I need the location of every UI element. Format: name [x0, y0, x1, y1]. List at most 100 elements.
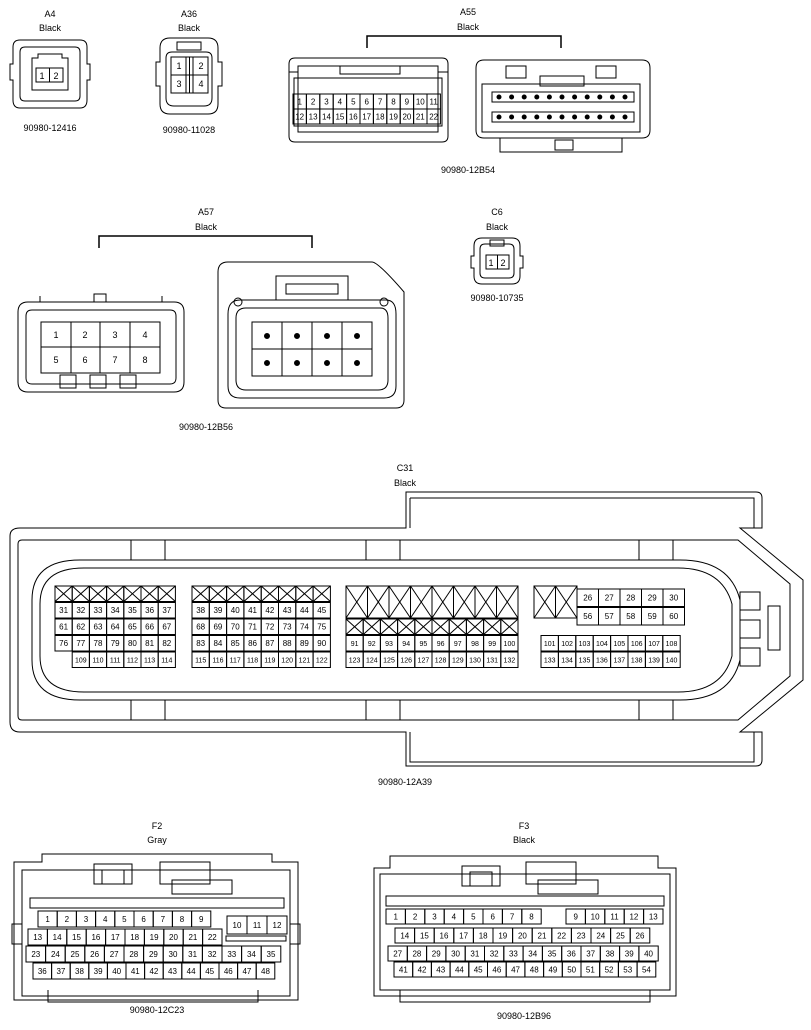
f3-pin-label: 43	[436, 965, 445, 974]
c31-pin-label: 77	[76, 639, 85, 648]
f2-pin-label: 1	[45, 915, 50, 924]
f2-cell	[202, 928, 223, 946]
f2-pin-label: 46	[224, 967, 233, 976]
c31-pin-label: 128	[435, 657, 447, 664]
f3-pin-label: 46	[492, 965, 501, 974]
a57-part-number: 90980-12B56	[179, 422, 233, 432]
a55-pin-label: 22	[429, 112, 438, 121]
f3-pin-label: 27	[393, 949, 402, 958]
f2-pin-label: 24	[51, 950, 60, 959]
a55-front-view	[288, 57, 449, 143]
c31-pin-label: 40	[231, 606, 240, 615]
f3-pin-label: 11	[610, 912, 619, 921]
c31-blank-cross	[414, 618, 433, 635]
f2-pin-label: 41	[131, 967, 140, 976]
a57-pin-5: 5	[53, 355, 58, 365]
c31-pin-label: 27	[605, 594, 614, 603]
f2-pin-label: 23	[31, 950, 40, 959]
a55-pin-label: 2	[311, 97, 316, 106]
c31-pin-label: 39	[213, 606, 222, 615]
c31-cell	[312, 651, 331, 668]
a36-code: A36	[181, 9, 197, 19]
f3-pin-label: 49	[548, 965, 557, 974]
c31-cell	[662, 588, 685, 607]
f3-pin-label: 12	[629, 912, 638, 921]
f2-pin-label: 14	[53, 933, 62, 942]
f3-pin-label: 9	[573, 912, 578, 921]
f2-pin-label: 29	[149, 950, 158, 959]
c31-blank-cross	[191, 585, 210, 602]
f2-pin-label: 8	[180, 915, 185, 924]
a55-contact-dot	[509, 94, 515, 100]
f3-pin-label: 40	[644, 949, 653, 958]
a55-pin-label: 8	[391, 97, 396, 106]
a55-contact-dot	[597, 114, 603, 120]
c31-blank-cross	[380, 618, 398, 635]
c31-pin-label: 70	[231, 623, 240, 632]
c31-pin-label: 86	[248, 639, 257, 648]
a55-pin-label: 5	[351, 97, 356, 106]
c31-pin-label: 117	[230, 657, 241, 664]
c31-pin-label: 106	[631, 641, 643, 648]
c31-pin-label: 104	[596, 641, 608, 648]
f3-pin-label: 51	[586, 965, 595, 974]
a57-pin-6: 6	[82, 355, 87, 365]
f3-pin-label: 24	[596, 931, 605, 940]
f3-pin-label: 34	[528, 949, 537, 958]
f2-pin-label: 15	[72, 933, 81, 942]
c31-blank-cross	[466, 618, 484, 635]
c31-pin-label: 99	[488, 641, 496, 648]
a55-contact-dot	[572, 94, 578, 100]
f3-pin-label: 44	[455, 965, 464, 974]
f2-pin-label: 17	[111, 933, 120, 942]
c31-blank-cross	[474, 585, 497, 619]
c31-pin-label: 109	[75, 657, 87, 664]
c31-blank-cross	[367, 585, 390, 619]
c31-pin-label: 37	[162, 606, 171, 615]
c31-color: Black	[394, 478, 417, 488]
c31-pin-label: 36	[145, 606, 154, 615]
a55-rear-contacts	[496, 94, 628, 120]
f2-pin-label: 19	[150, 933, 159, 942]
f2-pin-label: 3	[84, 915, 89, 924]
c31-pin-label: 125	[383, 657, 395, 664]
a55-pin-label: 14	[322, 112, 331, 121]
c31-pin-label: 98	[471, 641, 479, 648]
a55-pin-label: 12	[295, 112, 304, 121]
f3-pin-label: 52	[605, 965, 614, 974]
c31-cell	[157, 618, 176, 635]
f3-pin-label: 4	[452, 912, 457, 921]
c31-pin-label: 135	[579, 657, 591, 664]
a55-contact-dot	[546, 94, 552, 100]
c31-pin-label: 137	[613, 657, 625, 664]
a55-contact-dot	[609, 94, 615, 100]
f3-pin-label: 8	[529, 912, 534, 921]
c31-pin-label: 92	[368, 641, 376, 648]
a57-code: A57	[198, 207, 214, 217]
c31-cell	[662, 651, 681, 668]
c31-pin-label: 111	[110, 657, 121, 664]
a57-contact-dot	[264, 333, 270, 339]
c31-pin-label: 72	[265, 623, 274, 632]
c31-housing-drawing	[9, 491, 804, 767]
c31-cell	[662, 607, 685, 626]
c31-pin-label: 91	[351, 641, 359, 648]
c31-pin-label: 41	[248, 606, 257, 615]
a36-pin-4: 4	[198, 79, 203, 89]
c31-pin-label: 28	[626, 594, 635, 603]
c31-blank-cross	[345, 618, 364, 635]
c31-pin-label: 131	[486, 657, 498, 664]
c31-pin-label: 132	[504, 657, 516, 664]
c31-blank-cross	[431, 585, 454, 619]
a57-pin-1: 1	[53, 330, 58, 340]
f2-pin-label: 18	[130, 933, 139, 942]
a57-rear-view	[217, 261, 405, 409]
c31-pin-label: 105	[613, 641, 625, 648]
a57-pin-7: 7	[112, 355, 117, 365]
f3-pin-label: 19	[498, 931, 507, 940]
c31-blank-cross	[243, 585, 262, 602]
c31-cell	[662, 635, 681, 652]
c31-blank-cross	[295, 585, 314, 602]
c31-pin-label: 118	[247, 657, 258, 664]
